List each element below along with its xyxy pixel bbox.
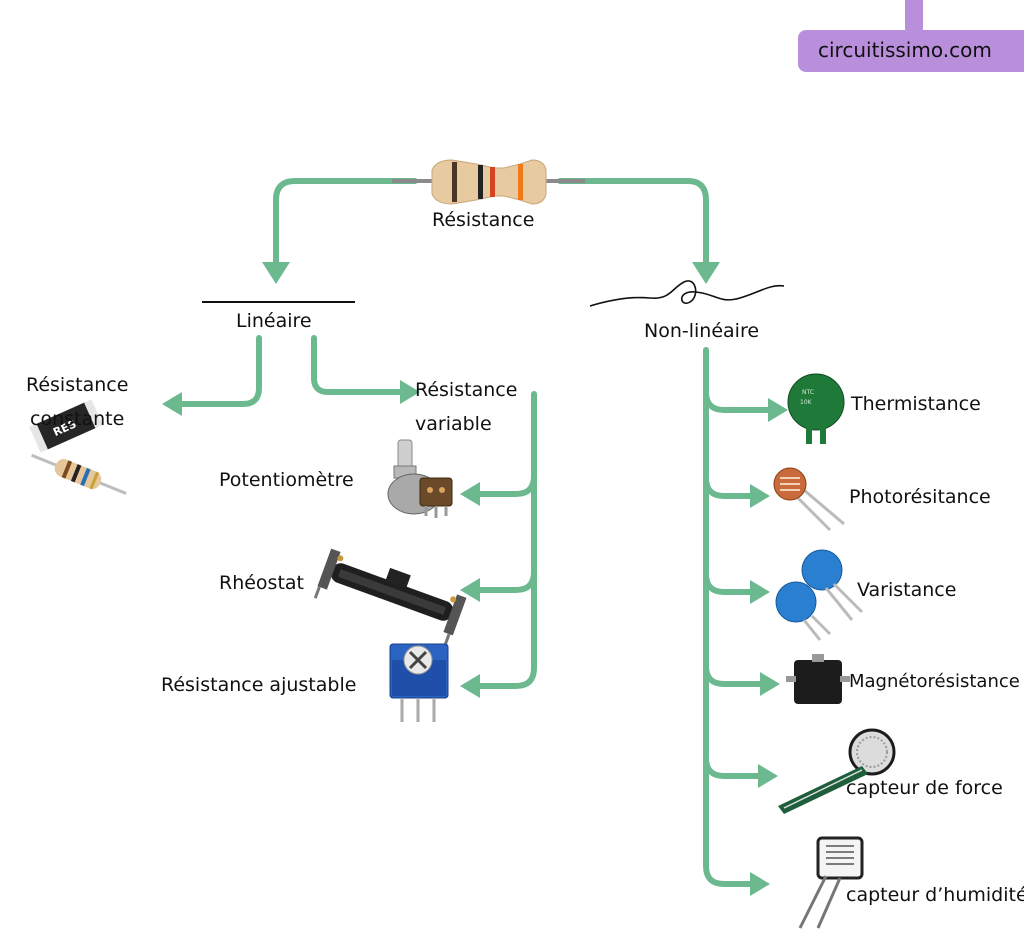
rheostat-icon (313, 548, 467, 646)
arrowhead-magnetoresistor (760, 672, 780, 696)
trimmer-icon (389, 643, 449, 722)
connector-variable-rheostat (475, 569, 537, 593)
connector-variable-trunk (475, 391, 537, 689)
arrowhead-linear (262, 262, 290, 284)
humidity-sensor-label: capteur d’humidité (846, 884, 1024, 906)
connector-nonlinear-trunk (703, 347, 755, 887)
humidity-sensor-icon (798, 836, 864, 929)
arrowhead-force (758, 764, 778, 788)
thermistor-label: Thermistance (851, 393, 981, 415)
trimmer-label: Résistance ajustable (161, 674, 357, 696)
fixed-resistor-icon: RES (29, 399, 127, 495)
brand-badge-stem (905, 0, 923, 34)
arrowhead-photoresistor (750, 484, 770, 508)
arrowhead-varistor (750, 580, 770, 604)
potentiometer-label: Potentiomètre (219, 469, 354, 491)
variable-label-line1: Résistance (415, 379, 518, 401)
magnetoresistor-icon (786, 654, 850, 704)
connector-variable-potentiometer (475, 473, 537, 497)
connector-nonlinear-force (703, 755, 763, 779)
connector-nonlinear-magnetoresistor (703, 663, 765, 687)
root-label: Résistance (432, 209, 535, 231)
rheostat-label: Rhéostat (219, 572, 304, 594)
nonlinear-label: Non-linéaire (644, 320, 760, 342)
varistor-icon (775, 549, 864, 641)
arrowhead-trimmer (460, 674, 480, 698)
arrowhead-thermistor (768, 398, 788, 422)
nonlinear-symbol-curve (589, 280, 785, 307)
constant-label-line1: Résistance (26, 374, 129, 396)
connector-nonlinear-photoresistor (703, 475, 755, 499)
thermistor-icon: NTC 10K (787, 373, 845, 444)
connector-nonlinear-thermistor (703, 389, 773, 413)
connector-linear-constant (177, 335, 262, 407)
connector-root-linear (273, 178, 418, 265)
arrowhead-constant (162, 392, 182, 416)
arrowhead-variable (400, 380, 420, 404)
magnetoresistor-label: Magnétorésistance (849, 671, 1020, 692)
arrowhead-rheostat (460, 578, 480, 602)
constant-label-line2: constante (30, 408, 125, 430)
arrowhead-humidity (750, 872, 770, 896)
connector-linear-variable (311, 335, 405, 395)
brand-badge[interactable] (798, 30, 1024, 72)
resistor-icon (392, 159, 585, 205)
potentiometer-icon (387, 439, 453, 518)
force-sensor-icon (778, 728, 896, 814)
connector-nonlinear-varistor (703, 571, 755, 595)
photoresistor-label: Photorésitance (849, 486, 991, 508)
svg-text:NTC: NTC (802, 389, 814, 396)
svg-text:10K: 10K (800, 399, 813, 406)
brand-site-text[interactable]: circuitissimo.com (818, 38, 992, 62)
varistor-label: Varistance (857, 579, 957, 601)
arrowhead-potentiometer (460, 482, 480, 506)
force-sensor-label: capteur de force (846, 777, 1003, 799)
variable-label-line2: variable (415, 413, 492, 435)
arrowhead-nonlinear (692, 262, 720, 284)
linear-label: Linéaire (236, 310, 312, 332)
connector-root-nonlinear (557, 178, 709, 265)
photoresistor-icon (773, 467, 845, 532)
